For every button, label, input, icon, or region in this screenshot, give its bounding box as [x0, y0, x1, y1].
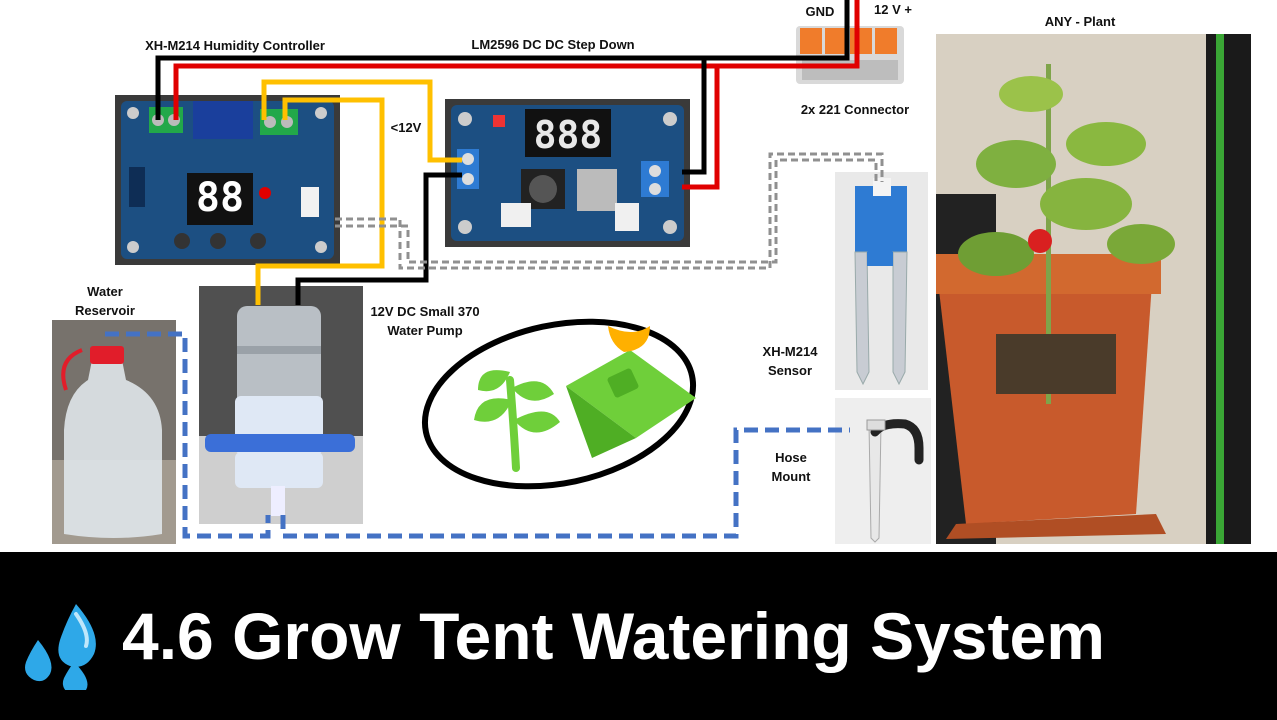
- label-plant: ANY - Plant: [1044, 14, 1116, 29]
- potted-pepper-plant: [936, 34, 1251, 544]
- label-humidity-controller: XH-M214 Humidity Controller: [145, 38, 325, 53]
- soil-sensor-photo: [835, 172, 928, 390]
- sweat-droplets-icon: [25, 604, 96, 690]
- wire-black-ground: [682, 0, 850, 175]
- label-water-reservoir-line1: Water: [87, 284, 123, 299]
- label-connector: 2x 221 Connector: [800, 102, 910, 117]
- wire-black-pump: [295, 172, 462, 305]
- label-hose-mount-line2: Mount: [771, 469, 811, 484]
- water-reservoir-photo: [52, 320, 176, 544]
- step-down-converter-board: 888: [451, 105, 684, 241]
- label-sensor-line2: Sensor: [767, 363, 813, 378]
- wire-red-positive: [682, 0, 860, 190]
- converter-display-digits: 888: [534, 113, 603, 157]
- water-pump: [199, 286, 363, 524]
- sensor-cable-inner: [335, 158, 878, 264]
- label-gnd: GND: [805, 4, 835, 19]
- grow-tent-logo: [421, 318, 697, 490]
- controller-display-digits: 88: [196, 175, 244, 221]
- drip-hose-stake: [866, 419, 924, 543]
- wago-221-connectors: [796, 26, 904, 84]
- water-hose: [105, 331, 271, 539]
- label-pump-line2: Water Pump: [387, 323, 463, 338]
- hose-mount-photo: [835, 398, 931, 544]
- soil-sensor-probe: [835, 172, 928, 390]
- label-water-reservoir: Water Reservoir: [60, 282, 150, 320]
- humidity-controller-board: 88: [121, 101, 334, 259]
- step-down-converter-photo: 888: [445, 99, 690, 247]
- label-hose-mount: Hose Mount: [756, 448, 826, 486]
- banner-title: 4.6 Grow Tent Watering System: [122, 599, 1105, 673]
- sensor-cable: [335, 152, 884, 270]
- wire-black-controller: [155, 55, 704, 120]
- label-pump: 12V DC Small 370 Water Pump: [362, 302, 488, 340]
- wiring-overlay: [105, 0, 884, 539]
- humidity-controller-photo: 88: [115, 95, 340, 265]
- label-12v: 12 V +: [874, 2, 912, 17]
- wire-yellow-relay-1: [261, 79, 462, 163]
- wiring-diagram: 88 888: [52, 0, 1251, 544]
- water-pump-photo: [199, 286, 363, 524]
- wire-red-controller: [173, 63, 717, 120]
- water-hose-outlet: [280, 427, 850, 539]
- label-step-down: LM2596 DC DC Step Down: [471, 37, 635, 52]
- label-sensor-line1: XH-M214: [762, 344, 818, 359]
- label-pump-line1: 12V DC Small 370: [370, 304, 480, 319]
- wire-yellow-relay-2: [255, 97, 385, 305]
- label-sensor: XH-M214 Sensor: [752, 342, 828, 380]
- label-water-reservoir-line2: Reservoir: [75, 303, 135, 318]
- label-less-12v: <12V: [390, 120, 422, 135]
- label-hose-mount-line1: Hose: [775, 450, 807, 465]
- title-banner: 4.6 Grow Tent Watering System: [0, 552, 1277, 720]
- water-bottle: [52, 320, 176, 544]
- plant-photo: [936, 34, 1251, 544]
